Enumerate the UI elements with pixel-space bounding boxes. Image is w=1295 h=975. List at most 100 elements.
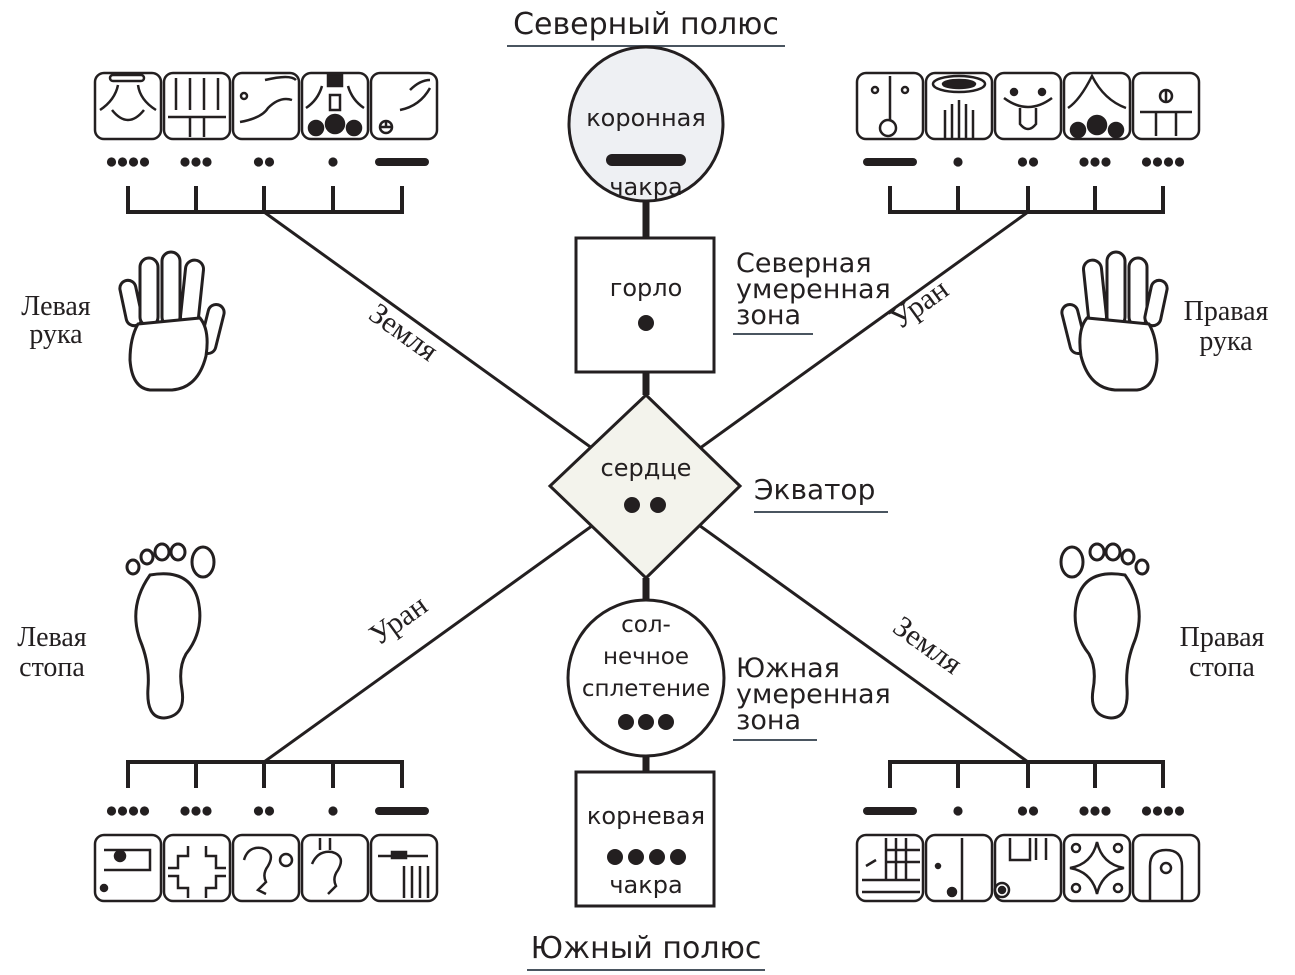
number-dot-marker: [1141, 806, 1152, 816]
glyph-row-top-left: [93, 71, 439, 141]
glyph-tile: [162, 71, 232, 141]
number-dot-marker: [1101, 806, 1111, 816]
number-dot-marker: [139, 157, 150, 167]
number-dot-marker: [191, 157, 201, 167]
glyph-tile: [231, 833, 301, 903]
glyph-tile: [300, 833, 370, 903]
number-bar-marker: [863, 807, 917, 815]
north-zone-label: Северная умеренная зона: [733, 248, 891, 335]
glyph-tile: [1131, 833, 1201, 903]
number-dot-marker: [1152, 806, 1163, 816]
equator-label: Экватор: [754, 473, 888, 513]
number-dot-marker: [1090, 806, 1100, 816]
number-dot-marker: [264, 157, 275, 167]
throat-dot: [638, 315, 654, 331]
root-chakra: корневая чакра: [574, 770, 716, 908]
svg-text:Экватор: Экватор: [754, 473, 875, 506]
number-bar-marker: [375, 158, 429, 166]
axis-label-upper-right: Уран: [884, 273, 954, 337]
throat-chakra: горло: [574, 236, 716, 374]
bracket-top-left: [126, 186, 404, 214]
right-foot-icon: [1059, 542, 1150, 720]
number-dot-marker: [1079, 157, 1089, 167]
svg-text:умеренная: умеренная: [736, 679, 891, 710]
glyph-row-bottom-right: [855, 833, 1201, 903]
number-dot-marker: [953, 157, 963, 167]
solar-label-1: сол-: [621, 612, 671, 638]
svg-text:зона: зона: [736, 705, 801, 736]
glyph-row-bottom-left: [93, 833, 439, 903]
crown-label-2: чакра: [609, 173, 682, 201]
glyph-tile: [369, 71, 439, 141]
number-dot-marker: [128, 806, 139, 816]
glyph-tile: [924, 71, 994, 141]
number-dot-marker: [953, 806, 963, 816]
south-zone-label: Южная умеренная зона: [733, 653, 891, 741]
number-dot-marker: [1028, 157, 1039, 167]
glyph-tile: [855, 71, 925, 141]
number-dot-marker: [1163, 806, 1174, 816]
crown-chakra: коронная чакра: [567, 45, 725, 203]
svg-text:Южная: Южная: [736, 653, 840, 684]
number-dot-marker: [180, 157, 190, 167]
number-dot-marker: [117, 806, 128, 816]
axis-label-lower-left: Уран: [363, 589, 433, 653]
right-hand-icon: [1060, 250, 1169, 392]
number-dot-marker: [253, 157, 264, 167]
root-label-2: чакра: [609, 871, 682, 899]
bracket-bottom-left: [126, 760, 404, 788]
number-dot-marker: [1079, 806, 1089, 816]
number-dot-marker: [1163, 157, 1174, 167]
glyph-tile: [1131, 71, 1201, 141]
svg-text:Северная: Северная: [736, 248, 872, 279]
glyph-tile: [1062, 71, 1132, 141]
left-foot-icon: [125, 542, 216, 720]
left-foot-label-1: Левая: [17, 622, 87, 653]
number-dot-marker: [202, 806, 212, 816]
crown-bar: [606, 154, 686, 166]
root-label-1: корневая: [587, 802, 705, 830]
number-bar-marker: [375, 807, 429, 815]
glyph-tile: [162, 833, 232, 903]
bracket-bottom-right: [888, 760, 1165, 788]
number-dot-marker: [1090, 157, 1100, 167]
number-dot-marker: [264, 806, 275, 816]
solar-plexus-chakra: сол- нечное сплетение: [566, 598, 726, 758]
number-dot-marker: [1152, 157, 1163, 167]
number-dot-marker: [1174, 806, 1185, 816]
glyph-row-top-right: [855, 71, 1201, 141]
right-foot-label-1: Правая: [1180, 622, 1265, 653]
number-dot-marker: [191, 806, 201, 816]
left-hand-label-1: Левая: [21, 291, 91, 322]
glyph-tile: [300, 71, 370, 141]
heart-chakra: сердце: [547, 392, 743, 581]
right-foot-label-2: стопа: [1189, 652, 1255, 683]
left-hand-icon: [118, 250, 226, 392]
number-dot-marker: [106, 806, 117, 816]
number-dot-marker: [139, 806, 150, 816]
number-dot-marker: [202, 157, 212, 167]
north-pole-title: Северный полюс: [513, 7, 779, 42]
glyph-tile: [1062, 833, 1132, 903]
left-foot-label-2: стопа: [19, 652, 85, 683]
number-dot-marker: [1017, 806, 1028, 816]
number-dot-marker: [1141, 157, 1152, 167]
number-bar-marker: [863, 158, 917, 166]
number-dot-marker: [128, 157, 139, 167]
number-dot-marker: [180, 806, 190, 816]
glyph-tile: [855, 833, 925, 903]
right-hand-label-2: рука: [1199, 326, 1253, 357]
left-hand-label-2: рука: [29, 319, 83, 350]
number-dot-marker: [1028, 806, 1039, 816]
solar-label-2: нечное: [603, 644, 689, 670]
number-dot-marker: [1101, 157, 1111, 167]
glyph-number-markers: [106, 157, 1185, 816]
glyph-tile: [993, 71, 1063, 141]
glyph-tile: [993, 833, 1063, 903]
number-dot-marker: [117, 157, 128, 167]
right-hand-label-1: Правая: [1184, 296, 1269, 327]
svg-text:умеренная: умеренная: [736, 274, 891, 305]
number-dot-marker: [328, 157, 338, 167]
svg-text:зона: зона: [736, 300, 801, 331]
